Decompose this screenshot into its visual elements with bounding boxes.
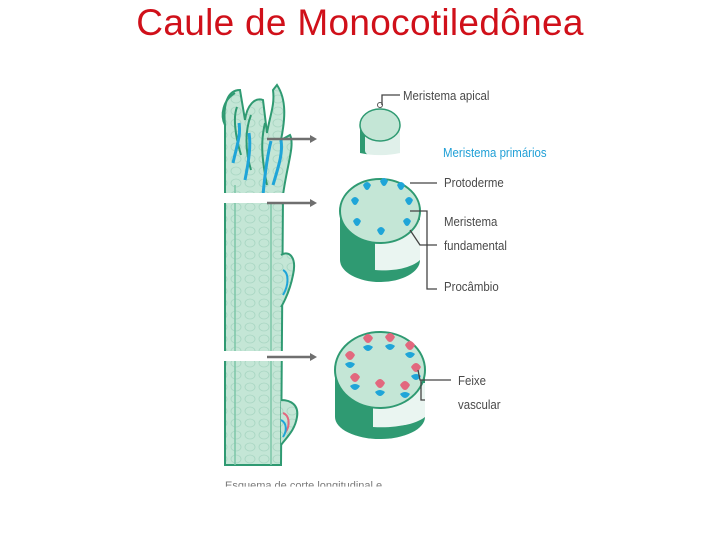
stem-diagram: Meristema apical Meristema primários Pro… bbox=[215, 45, 560, 490]
apical-meristem-section bbox=[359, 102, 401, 159]
label-meristema: Meristema bbox=[444, 214, 498, 229]
label-meristema-apical: Meristema apical bbox=[403, 88, 490, 103]
cut-caption: Esquema de corte longitudinal e bbox=[225, 480, 383, 492]
longitudinal-stem bbox=[219, 83, 299, 466]
section-arrows bbox=[267, 135, 317, 361]
primary-meristem-section bbox=[339, 178, 421, 282]
label-fundamental: fundamental bbox=[444, 238, 507, 253]
label-vascular: vascular bbox=[458, 397, 501, 412]
leader-lines bbox=[381, 94, 451, 401]
label-procambio: Procâmbio bbox=[444, 279, 499, 294]
label-feixe: Feixe bbox=[458, 373, 486, 388]
label-meristema-primarios: Meristema primários bbox=[443, 145, 547, 160]
vascular-bundle-section bbox=[334, 331, 426, 439]
stem-illustration bbox=[219, 83, 451, 466]
slide-title: Caule de Monocotiledônea bbox=[136, 2, 584, 43]
label-protoderme: Protoderme bbox=[444, 175, 504, 190]
